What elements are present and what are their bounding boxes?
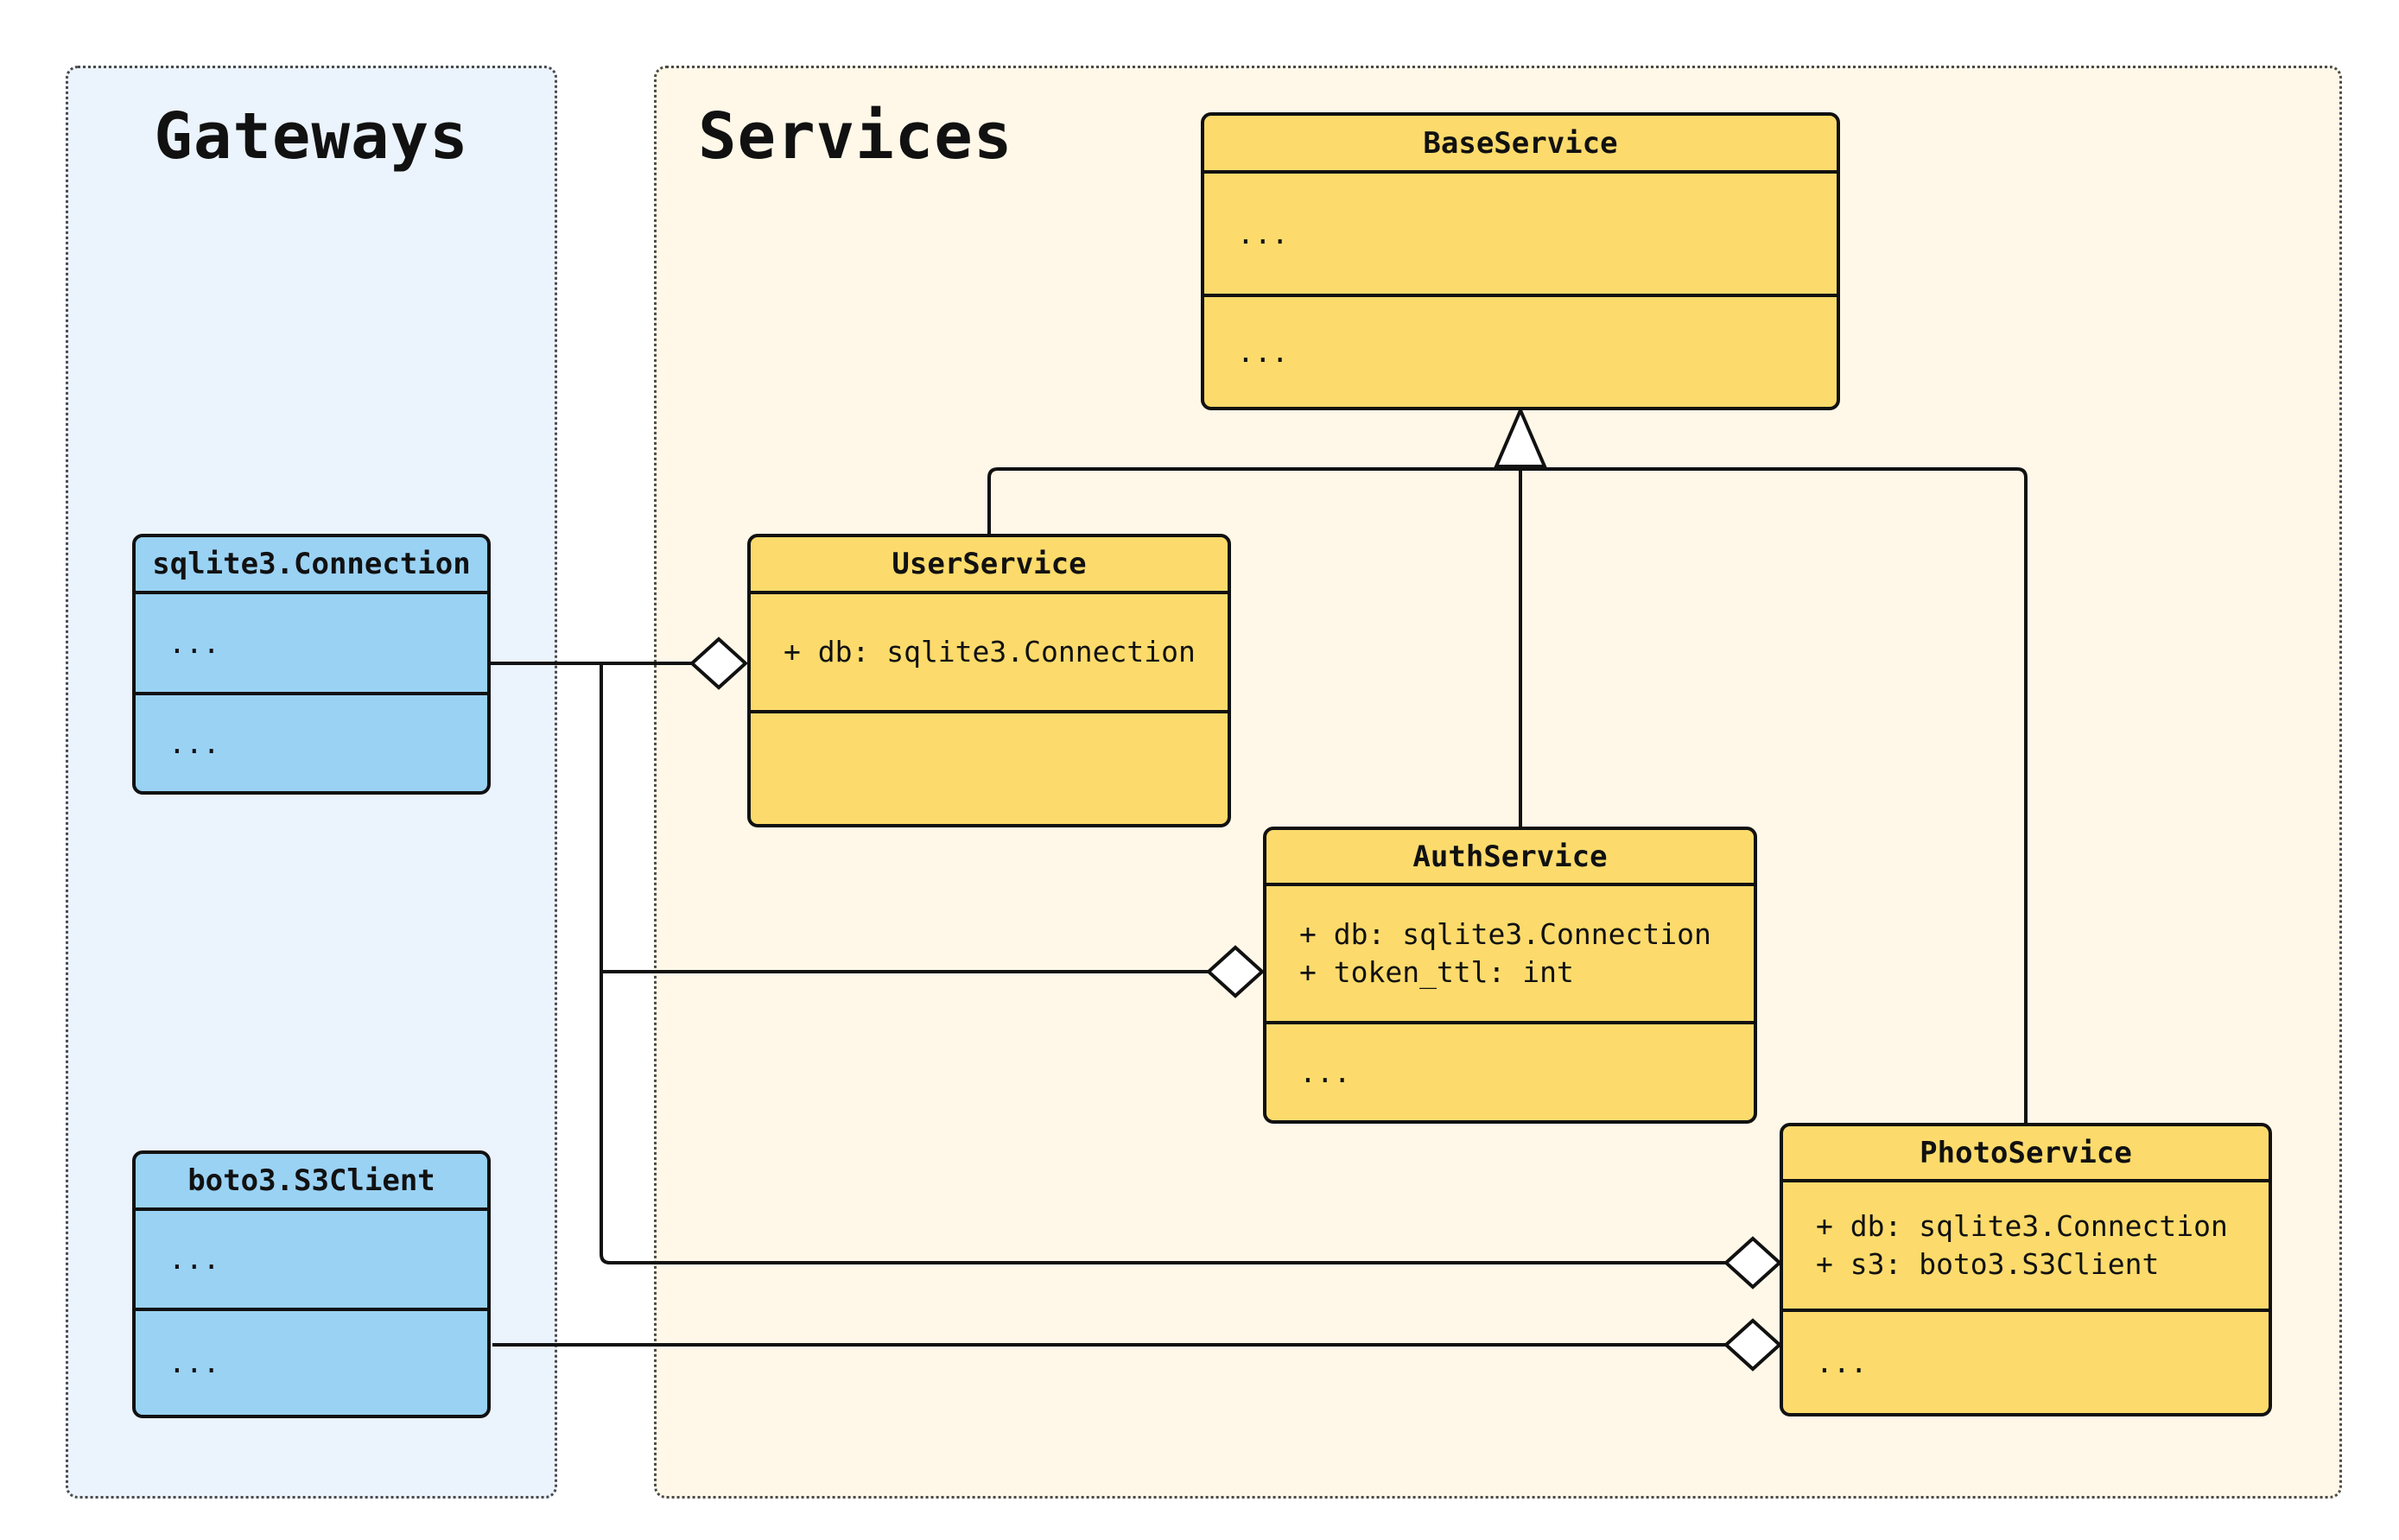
attribute-line: + db: sqlite3.Connection <box>784 635 1196 669</box>
aggregation-diamond-photoservice-s3-icon <box>1723 1318 1782 1372</box>
method-line: ... <box>1237 334 1289 369</box>
class-userservice-title: UserService <box>892 547 1087 581</box>
class-baseservice-title: BaseService <box>1423 125 1618 161</box>
aggregation-diamond-photoservice-db-icon <box>1723 1236 1782 1290</box>
attribute-line: ... <box>1237 216 1289 250</box>
panel-gateways-title: Gateways <box>154 99 469 174</box>
inheritance-bus-line <box>987 467 2028 1123</box>
class-sqlite3-connection: sqlite3.Connection ... ... <box>132 534 491 795</box>
class-authservice-title: AuthService <box>1412 839 1608 874</box>
class-userservice-attributes: + db: sqlite3.Connection <box>751 591 1228 710</box>
class-photoservice-attributes: + db: sqlite3.Connection + s3: boto3.S3C… <box>1783 1179 2269 1309</box>
class-baseservice-methods: ... <box>1204 294 1837 407</box>
panel-services-title: Services <box>698 99 1013 174</box>
class-photoservice: PhotoService + db: sqlite3.Connection + … <box>1780 1123 2272 1416</box>
method-line: ... <box>1816 1345 1868 1379</box>
attribute-line: ... <box>168 1242 220 1277</box>
class-userservice-methods <box>751 710 1228 824</box>
aggregation-trunk-line <box>600 663 1726 1264</box>
attribute-line: + db: sqlite3.Connection <box>1299 917 1711 952</box>
attribute-line: + token_ttl: int <box>1299 955 1574 989</box>
class-boto3-s3client: boto3.S3Client ... ... <box>132 1150 491 1418</box>
method-line: ... <box>168 1346 220 1380</box>
class-photoservice-title: PhotoService <box>1920 1135 2132 1170</box>
method-line: ... <box>1299 1055 1351 1089</box>
class-boto3-s3client-attributes: ... <box>136 1207 487 1308</box>
class-baseservice: BaseService ... ... <box>1201 112 1840 410</box>
class-boto3-s3client-title: boto3.S3Client <box>187 1163 435 1198</box>
method-line: ... <box>168 726 220 760</box>
class-photoservice-methods: ... <box>1783 1309 2269 1413</box>
class-sqlite3-connection-methods: ... <box>136 692 487 791</box>
class-authservice-methods: ... <box>1266 1021 1754 1120</box>
class-baseservice-attributes: ... <box>1204 170 1837 294</box>
attribute-line: ... <box>168 625 220 660</box>
class-sqlite3-connection-title: sqlite3.Connection <box>152 547 471 581</box>
class-authservice: AuthService + db: sqlite3.Connection + t… <box>1263 827 1757 1124</box>
class-userservice: UserService + db: sqlite3.Connection <box>747 534 1231 827</box>
aggregation-diamond-userservice-icon <box>689 637 748 690</box>
aggregation-diamond-authservice-icon <box>1206 945 1265 998</box>
class-boto3-s3client-methods: ... <box>136 1308 487 1415</box>
inheritance-triangle-icon <box>1493 405 1548 468</box>
attribute-line: + s3: boto3.S3Client <box>1816 1247 2160 1281</box>
attribute-line: + db: sqlite3.Connection <box>1816 1209 2228 1244</box>
class-authservice-attributes: + db: sqlite3.Connection + token_ttl: in… <box>1266 883 1754 1021</box>
class-sqlite3-connection-attributes: ... <box>136 591 487 692</box>
